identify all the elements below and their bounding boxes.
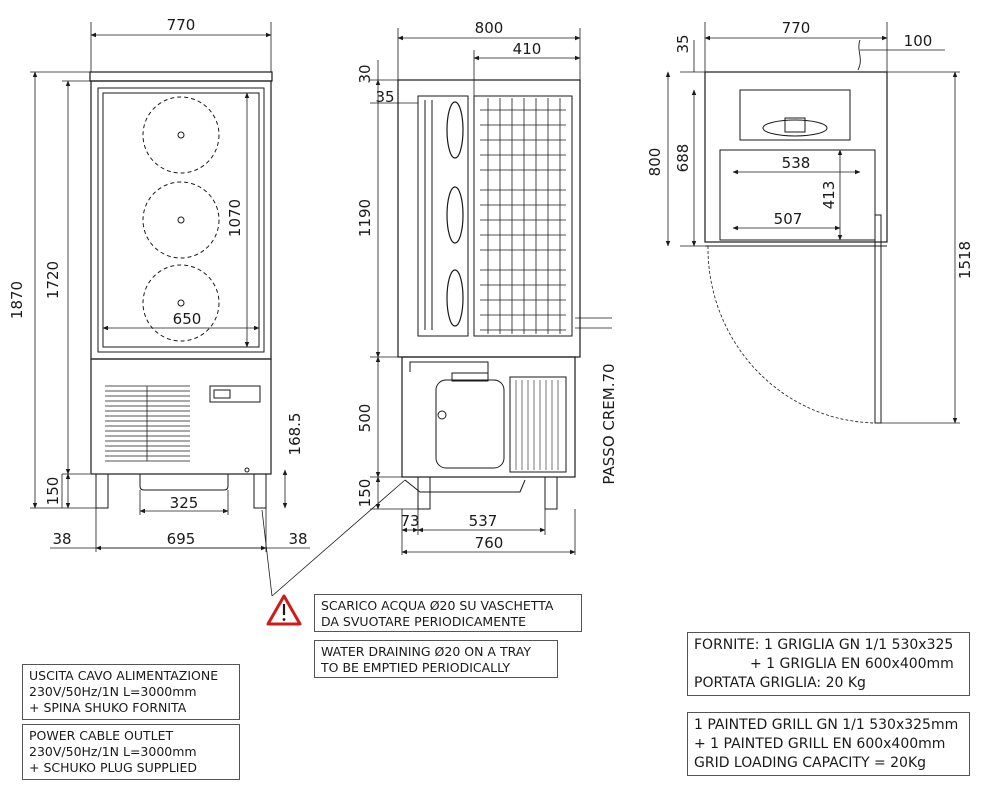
dim-front-right-offset: 38	[288, 530, 307, 548]
dim-top-inner-depth: 688	[674, 144, 692, 173]
note-line: PORTATA GRIGLIA: 20 Kg	[694, 675, 866, 691]
note-line: SCARICO ACQUA Ø20 SU VASCHETTA	[321, 598, 554, 613]
note-supply-english: 1 PAINTED GRILL GN 1/1 530x325mm + 1 PAI…	[687, 712, 970, 776]
dim-top-grid-width-2: 507	[774, 210, 803, 228]
note-power-italian: USCITA CAVO ALIMENTAZIONE 230V/50Hz/1N L…	[22, 664, 240, 720]
dim-top-depth-door-open: 1518	[956, 241, 974, 279]
front-dimensions	[30, 22, 310, 552]
dim-front-step-height: 168.5	[286, 413, 304, 456]
dim-front-drain-width: 325	[170, 494, 199, 512]
note-drain-italian: SCARICO ACQUA Ø20 SU VASCHETTA DA SVUOTA…	[314, 594, 582, 632]
dim-side-machine-height: 500	[356, 404, 374, 433]
note-line: GRID LOADING CAPACITY = 20Kg	[694, 755, 927, 771]
dim-top-depth: 800	[646, 148, 664, 177]
front-view	[89, 71, 273, 509]
note-power-english: POWER CABLE OUTLET 230V/50Hz/1N L=3000mm…	[22, 724, 240, 780]
dim-front-base-width: 695	[167, 530, 196, 548]
dim-front-left-offset: 38	[52, 530, 71, 548]
note-supply-italian: FORNITE: 1 GRIGLIA GN 1/1 530x325 + 1 GR…	[687, 632, 970, 696]
dim-front-width: 770	[167, 16, 196, 34]
dim-side-top-gap: 30	[356, 64, 374, 83]
note-drain-english: WATER DRAINING Ø20 ON A TRAY TO BE EMPTI…	[314, 640, 558, 678]
note-line: FORNITE: 1 GRIGLIA GN 1/1 530x325	[694, 637, 954, 653]
note-line: + SPINA SHUKO FORNITA	[29, 700, 187, 715]
dim-front-height-body: 1720	[44, 261, 62, 299]
top-dimension-labels: 770 35 100 800 688 538 413 507 1518	[646, 19, 974, 279]
dim-top-gap: 35	[674, 34, 692, 53]
dim-front-inner-height: 1070	[226, 199, 244, 237]
dim-top-width: 770	[782, 19, 811, 37]
dim-front-height-total: 1870	[8, 281, 26, 319]
side-dimension-labels: 800 410 30 35 1190 500 150 73 537 760 PA…	[356, 19, 618, 552]
dim-side-depth: 800	[475, 19, 504, 37]
front-dimension-labels: 770 1870 1720 1070 650 168.5 150 325 38 …	[8, 16, 308, 548]
note-line: USCITA CAVO ALIMENTAZIONE	[29, 668, 219, 683]
note-line: + SCHUKO PLUG SUPPLIED	[29, 760, 198, 775]
drain-leader	[261, 479, 406, 597]
note-line: WATER DRAINING Ø20 ON A TRAY	[321, 644, 531, 659]
note-line: 230V/50Hz/1N L=3000mm	[29, 684, 197, 699]
note-line: TO BE EMPTIED PERIODICALLY	[321, 660, 511, 675]
dim-top-grid-depth: 413	[820, 181, 838, 210]
warning-triangle-icon	[266, 594, 302, 626]
side-dimensions	[370, 28, 612, 555]
dim-side-rack-offset: 35	[375, 88, 394, 106]
side-view	[397, 79, 581, 510]
dim-top-cable-offset: 100	[904, 32, 933, 50]
note-line: + 1 GRIGLIA EN 600x400mm	[750, 656, 954, 672]
dim-side-cabinet-height: 1190	[356, 199, 374, 237]
note-line: 230V/50Hz/1N L=3000mm	[29, 744, 197, 759]
note-line: 1 PAINTED GRILL GN 1/1 530x325mm	[694, 717, 959, 733]
dim-front-inner-width: 650	[173, 310, 202, 328]
dim-side-base-depth: 760	[475, 534, 504, 552]
dim-front-foot-height: 150	[44, 477, 62, 506]
dim-side-foot-spacing: 537	[469, 512, 498, 530]
top-dimensions	[665, 22, 960, 424]
note-line: DA SVUOTARE PERIODICAMENTE	[321, 614, 526, 629]
note-line: + 1 PAINTED GRILL EN 600x400mm	[694, 736, 946, 752]
dim-side-foot-height: 150	[356, 479, 374, 508]
top-view	[704, 39, 888, 424]
note-line: POWER CABLE OUTLET	[29, 728, 174, 743]
dim-top-grid-width-1: 538	[782, 154, 811, 172]
dim-side-front-offset: 73	[400, 512, 419, 530]
passo-label: PASSO CREM.70	[600, 363, 618, 484]
dim-side-rack-width: 410	[513, 40, 542, 58]
